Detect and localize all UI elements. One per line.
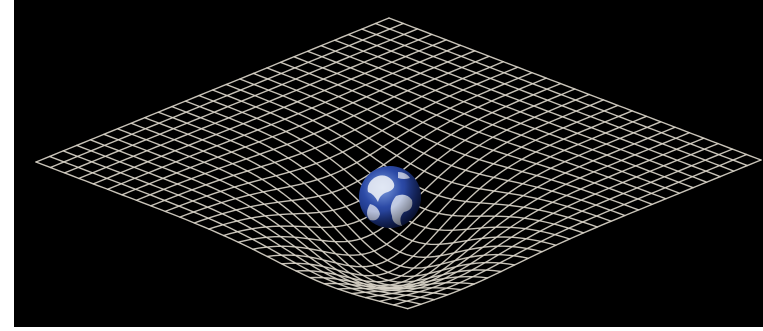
- grid-line: [375, 24, 747, 166]
- earth-planet: [359, 166, 421, 228]
- spacetime-grid-canvas: [14, 0, 763, 327]
- grid-line: [294, 57, 666, 199]
- earth-shading: [359, 166, 421, 228]
- grid-line: [321, 46, 693, 188]
- spacetime-grid-scene: [14, 0, 763, 327]
- grid-line: [308, 51, 680, 193]
- grid-line: [267, 105, 618, 266]
